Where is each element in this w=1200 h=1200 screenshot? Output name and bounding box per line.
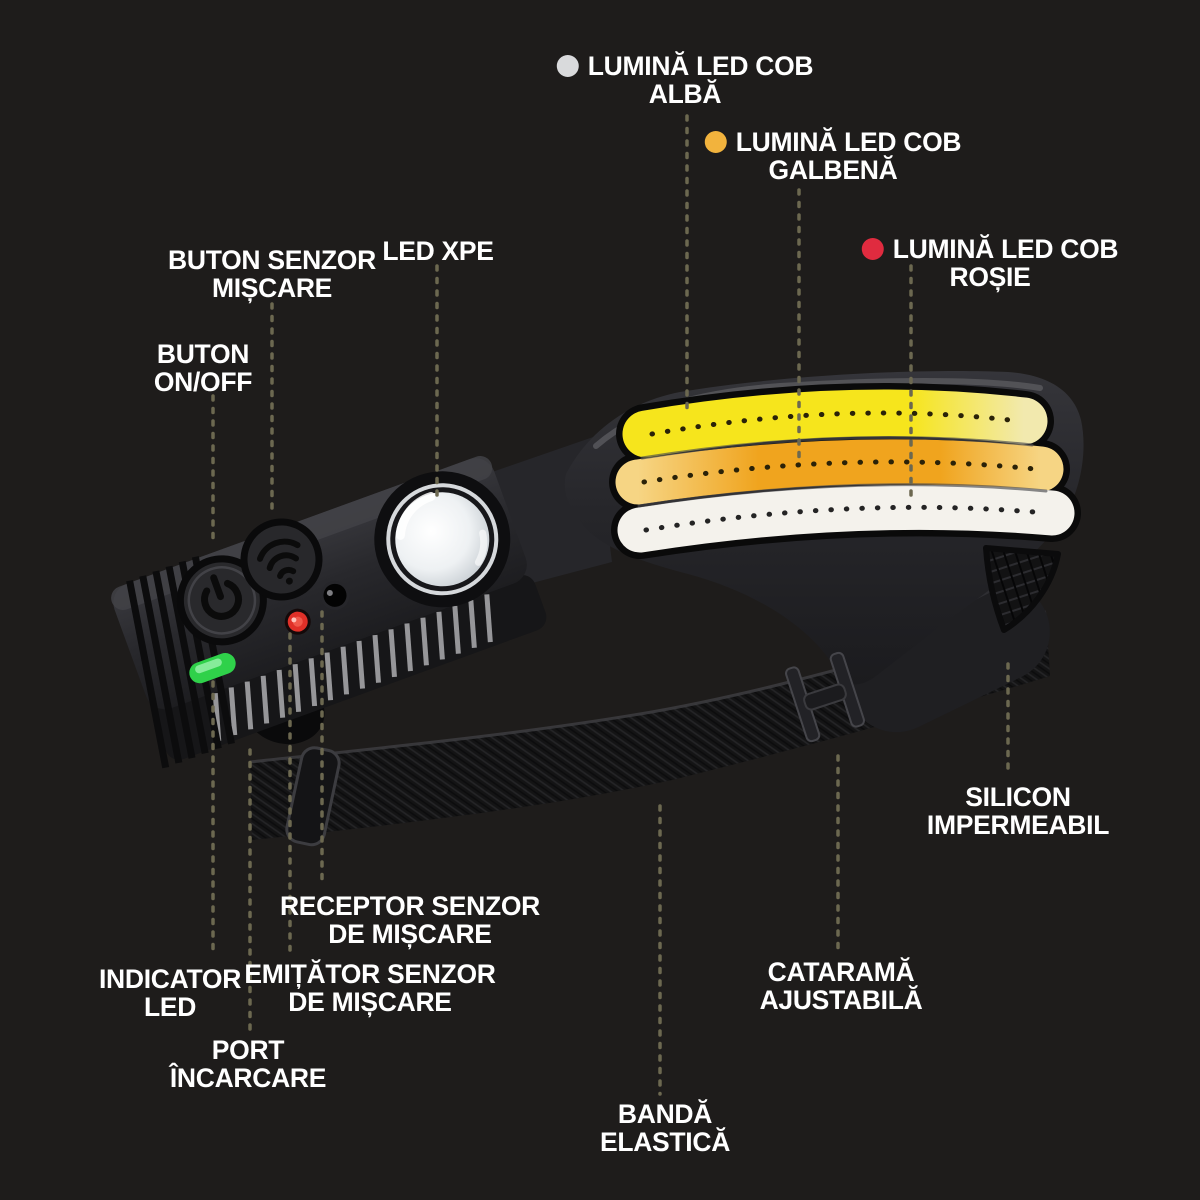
cob-strip-amber (615, 439, 1064, 505)
adjustable-buckle (785, 651, 865, 743)
green-indicator-led (189, 653, 236, 684)
leader-lines (211, 114, 1010, 1096)
cob-strip-yellow (622, 389, 1048, 458)
sensor-waves-icon (256, 538, 301, 585)
mesh-opening (983, 545, 1061, 633)
vent-slats (212, 594, 493, 742)
sensor-receiver-hole (320, 580, 350, 610)
red-indicator-led (284, 608, 311, 635)
cob-strip-white (617, 484, 1075, 553)
front-housing (111, 456, 547, 769)
power-button (176, 555, 267, 646)
power-icon (201, 574, 242, 620)
xpe-lens (374, 471, 511, 608)
led-strips (609, 383, 1081, 559)
sensor-button (240, 518, 323, 601)
